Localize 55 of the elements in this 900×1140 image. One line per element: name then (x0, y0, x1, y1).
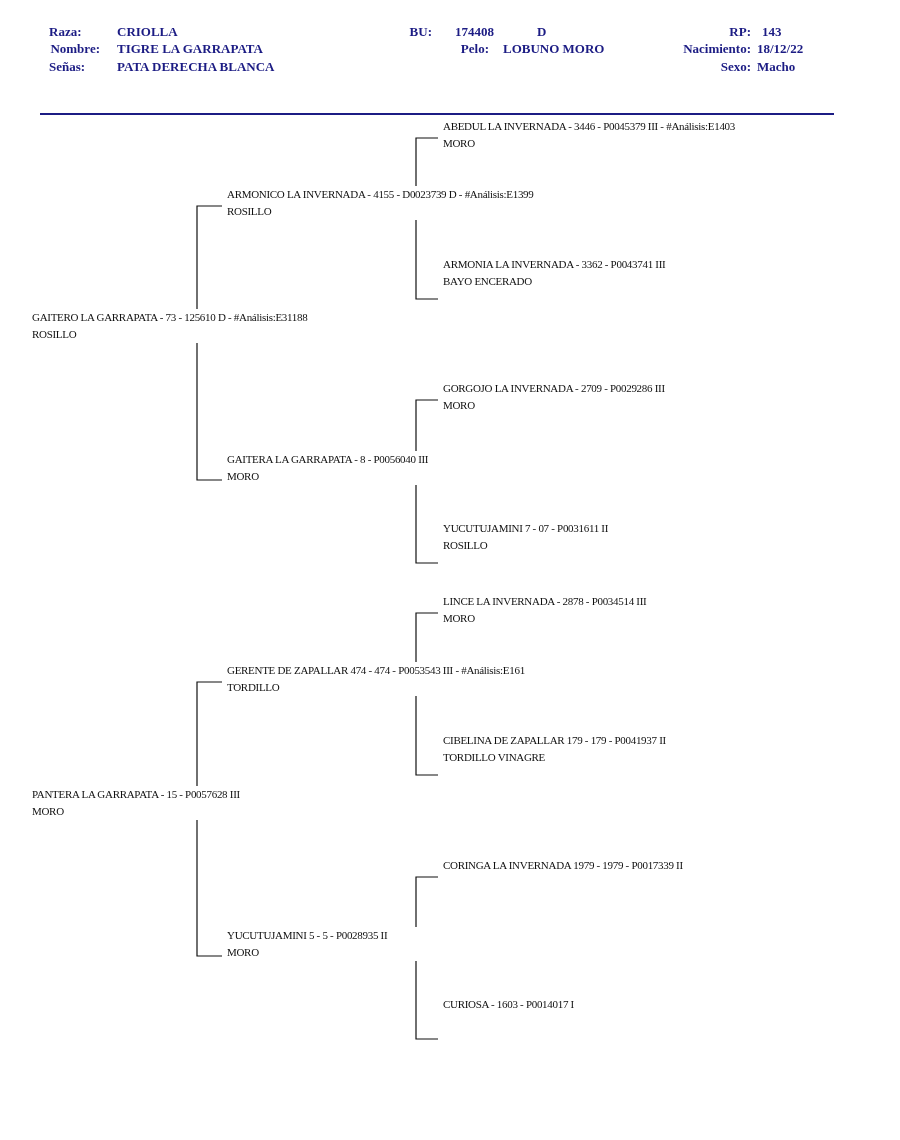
horse-name-text: GERENTE DE ZAPALLAR 474 - 474 - P0053543 III - #Análisis:E161 (227, 663, 525, 678)
coat-color-text: TORDILLO (227, 680, 281, 695)
header-field-text: Sexo: (720, 59, 751, 75)
header-field-text: BU: (409, 24, 432, 40)
header-field-text: Señas: (49, 59, 86, 75)
pedigree-bracket-line (196, 681, 223, 787)
header-field-text: LOBUNO MORO (503, 41, 605, 57)
header-field-text: 174408 (455, 24, 494, 40)
pedigree-bracket-line (415, 612, 439, 663)
header-field-text: Nombre: (50, 41, 100, 57)
header-field-text: TIGRE LA GARRAPATA (117, 41, 263, 57)
horse-name-text: ARMONICO LA INVERNADA - 4155 - D0023739 D - #Análisis:E1399 (227, 187, 534, 202)
horse-name-text: GORGOJO LA INVERNADA - 2709 - P0029286 III (443, 381, 665, 396)
horse-name-text: YUCUTUJAMINI 7 - 07 - P0031611 II (443, 521, 609, 536)
horse-name-text: CORINGA LA INVERNADA 1979 - 1979 - P0017339 II (443, 858, 683, 873)
coat-color-text: ROSILLO (32, 327, 78, 342)
horse-name-text: CIBELINA DE ZAPALLAR 179 - 179 - P0041937 II (443, 733, 666, 748)
coat-color-text: TORDILLO VINAGRE (443, 750, 547, 765)
pedigree-bracket-line (415, 960, 439, 1040)
horse-name-text: ABEDUL LA INVERNADA - 3446 - P0045379 III - #Análisis:E1403 (443, 119, 735, 134)
coat-color-text: ROSILLO (443, 538, 489, 553)
horse-name-text: PANTERA LA GARRAPATA - 15 - P0057628 III (32, 787, 240, 802)
header-field-text: Macho (757, 59, 796, 75)
pedigree-bracket-line (196, 819, 223, 957)
header-field-text: Raza: (49, 24, 82, 40)
pedigree-bracket-line (196, 205, 223, 310)
header-field-text: D (537, 24, 547, 40)
pedigree-bracket-line (415, 876, 439, 928)
header-field-text: 143 (762, 24, 782, 40)
coat-color-text: BAYO ENCERADO (443, 274, 533, 289)
coat-color-text: MORO (443, 398, 476, 413)
pedigree-bracket-line (415, 399, 439, 452)
coat-color-text: ROSILLO (227, 204, 273, 219)
horse-name-text: ARMONIA LA INVERNADA - 3362 - P0043741 III (443, 257, 666, 272)
header-field-text: Pelo: (460, 41, 489, 57)
horse-name-text: LINCE LA INVERNADA - 2878 - P0034514 III (443, 594, 647, 609)
horse-name-text: CURIOSA - 1603 - P0014017 I (443, 997, 574, 1012)
header-field-text: 18/12/22 (757, 41, 804, 57)
horse-name-text: GAITERA LA GARRAPATA - 8 - P0056040 III (227, 452, 429, 467)
coat-color-text: MORO (227, 469, 260, 484)
pedigree-bracket-line (415, 219, 439, 300)
header-field-text: PATA DERECHA BLANCA (117, 59, 275, 75)
horse-name-text: GAITERO LA GARRAPATA - 73 - 125610 D - #Análisis:E31188 (32, 310, 308, 325)
header-field-text: CRIOLLA (117, 24, 178, 40)
coat-color-text: MORO (227, 945, 260, 960)
coat-color-text: MORO (443, 136, 476, 151)
coat-color-text: MORO (443, 611, 476, 626)
pedigree-bracket-line (415, 484, 439, 564)
header-field-text: RP: (729, 24, 751, 40)
header-field-text: Nacimiento: (683, 41, 751, 57)
pedigree-bracket-line (415, 137, 439, 187)
pedigree-bracket-line (196, 342, 223, 481)
pedigree-bracket-line (415, 695, 439, 776)
coat-color-text: MORO (32, 804, 65, 819)
horse-name-text: YUCUTUJAMINI 5 - 5 - P0028935 II (227, 928, 389, 943)
